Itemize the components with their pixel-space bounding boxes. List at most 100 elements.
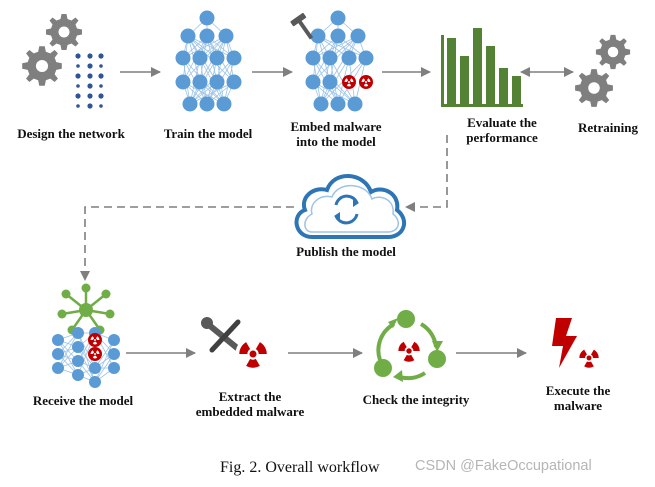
network-node bbox=[226, 74, 242, 90]
label-execute-line1: Execute the bbox=[545, 383, 611, 398]
design-dot bbox=[75, 53, 81, 59]
hub-node bbox=[105, 309, 115, 319]
design-dot bbox=[98, 53, 104, 59]
label-retraining: Retraining bbox=[562, 120, 654, 135]
label-evaluate-line2: performance bbox=[466, 130, 538, 145]
hub-node bbox=[81, 283, 91, 293]
network-node bbox=[52, 334, 64, 346]
watermark: CSDN @FakeOccupational bbox=[415, 458, 592, 474]
network-node bbox=[350, 28, 366, 44]
network-node bbox=[52, 362, 64, 374]
design-dot bbox=[87, 93, 93, 99]
label-check-text: Check the integrity bbox=[362, 392, 470, 407]
design-dot bbox=[87, 63, 93, 69]
network-edge bbox=[77, 332, 96, 369]
network-node bbox=[175, 74, 191, 90]
label-receive-model: Receive the model bbox=[16, 393, 150, 408]
design-dot bbox=[87, 53, 93, 59]
train-network-icon bbox=[175, 10, 242, 112]
network-node bbox=[192, 50, 208, 66]
label-extract-line1: Extract the bbox=[218, 389, 282, 404]
hub-icon bbox=[57, 283, 115, 335]
network-node bbox=[52, 348, 64, 360]
design-dot bbox=[76, 104, 80, 108]
network-node bbox=[108, 334, 120, 346]
network-node bbox=[358, 50, 374, 66]
hammer-icon bbox=[290, 12, 314, 40]
network-node bbox=[182, 96, 198, 112]
design-dot bbox=[76, 64, 80, 68]
network-node bbox=[330, 96, 346, 112]
network-node bbox=[192, 74, 208, 90]
label-train-text: Train the model bbox=[163, 126, 253, 141]
network-edge bbox=[182, 35, 227, 59]
lightning-icon bbox=[552, 318, 577, 368]
label-publish-model: Publish the model bbox=[276, 244, 416, 259]
wrench-icon bbox=[201, 317, 245, 355]
design-dot bbox=[75, 73, 81, 79]
network-node bbox=[347, 96, 363, 112]
network-node bbox=[330, 28, 346, 44]
network-edge bbox=[187, 35, 235, 59]
check-hazard-icon bbox=[395, 337, 423, 365]
design-dot bbox=[98, 93, 104, 99]
receive-network-icon bbox=[52, 327, 120, 388]
embed-network-icon bbox=[305, 10, 374, 112]
network-node bbox=[322, 74, 338, 90]
bar-chart-icon bbox=[441, 28, 523, 107]
network-edge bbox=[312, 35, 359, 59]
hub-node bbox=[57, 309, 67, 319]
network-node bbox=[199, 10, 215, 26]
hub-center bbox=[79, 303, 93, 317]
network-node bbox=[313, 96, 329, 112]
label-check-integrity: Check the integrity bbox=[346, 392, 486, 407]
network-node bbox=[310, 28, 326, 44]
cycle-arrows-icon bbox=[374, 310, 446, 382]
network-edge bbox=[94, 339, 115, 383]
label-embed-line2: into the model bbox=[296, 134, 376, 149]
design-dot bbox=[76, 84, 80, 88]
receive-hazard-icons bbox=[88, 333, 102, 361]
label-design-text: Design the network bbox=[17, 126, 125, 141]
label-train-model: Train the model bbox=[148, 126, 268, 141]
design-dot bbox=[99, 64, 103, 68]
hub-node bbox=[61, 289, 71, 299]
network-node bbox=[72, 327, 84, 339]
network-node bbox=[199, 96, 215, 112]
network-node bbox=[89, 376, 101, 388]
network-edge bbox=[317, 35, 367, 59]
label-extract-line2: embedded malware bbox=[195, 404, 305, 419]
label-evaluate-line1: Evaluate the bbox=[467, 115, 537, 130]
network-node bbox=[199, 28, 215, 44]
flow-arrows bbox=[80, 67, 574, 358]
network-node bbox=[209, 50, 225, 66]
label-publish-text: Publish the model bbox=[296, 244, 396, 259]
label-embed-line1: Embed malware bbox=[290, 119, 382, 134]
cloud-icon bbox=[294, 174, 407, 239]
network-edge bbox=[57, 332, 79, 369]
label-retraining-text: Retraining bbox=[578, 120, 638, 135]
network-node bbox=[330, 10, 346, 26]
network-node bbox=[175, 50, 191, 66]
label-execute-line2: malware bbox=[553, 398, 603, 413]
design-dot bbox=[99, 84, 103, 88]
network-node bbox=[305, 50, 321, 66]
network-node bbox=[305, 74, 321, 90]
hub-node bbox=[101, 289, 111, 299]
network-node bbox=[89, 362, 101, 374]
network-node bbox=[226, 50, 242, 66]
design-dot bbox=[87, 103, 93, 109]
network-node bbox=[108, 348, 120, 360]
design-dot bbox=[87, 73, 93, 79]
network-node bbox=[72, 341, 84, 353]
label-design-network: Design the network bbox=[4, 126, 138, 141]
design-dot bbox=[99, 104, 103, 108]
network-node bbox=[72, 369, 84, 381]
embed-hazard-icons bbox=[342, 75, 373, 89]
design-dots-icon bbox=[75, 53, 104, 109]
network-node bbox=[216, 96, 232, 112]
network-node bbox=[209, 74, 225, 90]
